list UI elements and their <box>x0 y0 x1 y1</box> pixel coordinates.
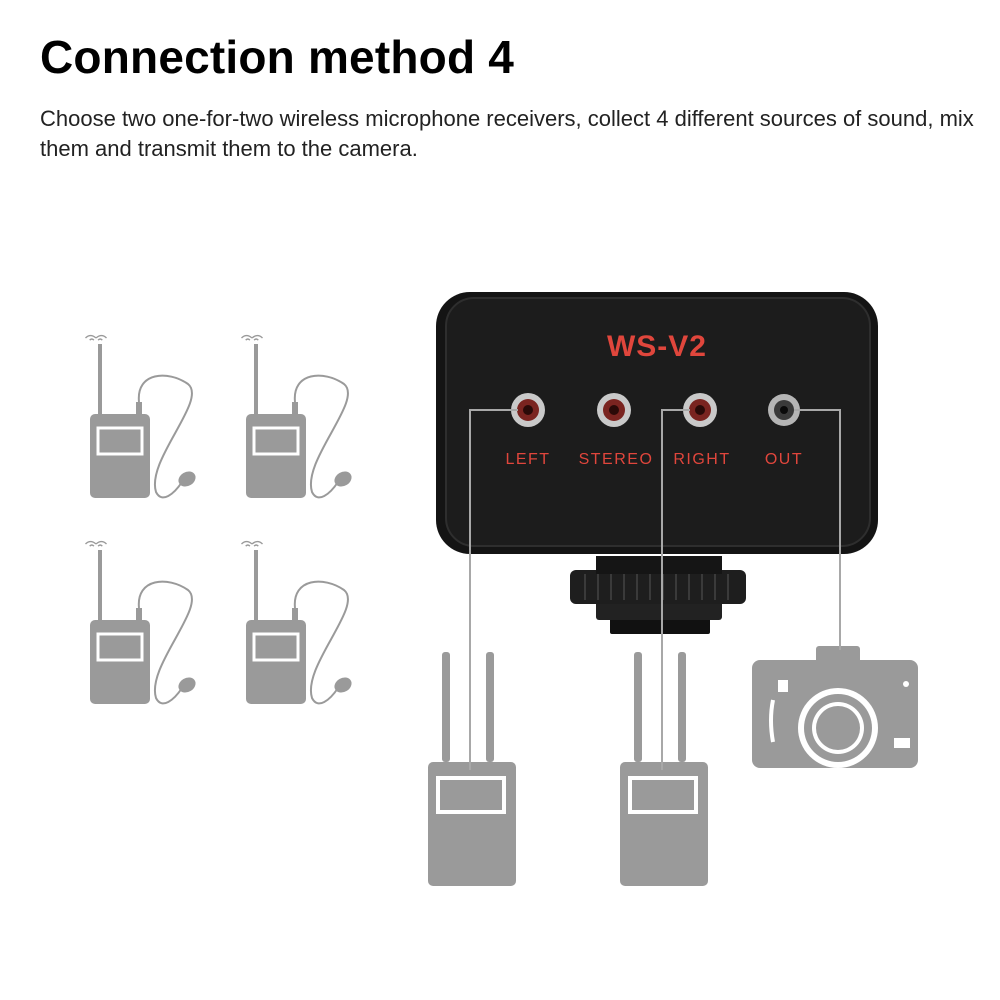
camera-icon <box>752 646 918 768</box>
page-description: Choose two one-for-two wireless micropho… <box>40 106 974 161</box>
page-title: Connection method 4 <box>40 31 515 83</box>
port-label-stereo: STEREO <box>579 451 654 468</box>
transmitter-icon <box>240 334 356 500</box>
mixer-device: WS-V2 LEFT STEREO RIGHT OUT <box>436 292 878 554</box>
right-jack-icon <box>683 393 717 427</box>
hot-shoe-mount <box>570 556 746 634</box>
cable-lines <box>469 409 841 770</box>
port-label-right: RIGHT <box>673 451 730 468</box>
transmitter-icon <box>84 540 200 706</box>
left-jack-icon <box>511 393 545 427</box>
port-label-left: LEFT <box>505 451 550 468</box>
stereo-jack-icon <box>597 393 631 427</box>
device-model-label: WS-V2 <box>607 330 707 363</box>
out-jack-icon <box>768 394 800 426</box>
receiver-icon <box>426 650 518 888</box>
receiver-icon <box>618 650 710 888</box>
port-label-out: OUT <box>765 451 803 468</box>
transmitter-icon <box>84 334 200 500</box>
transmitter-icon <box>240 540 356 706</box>
